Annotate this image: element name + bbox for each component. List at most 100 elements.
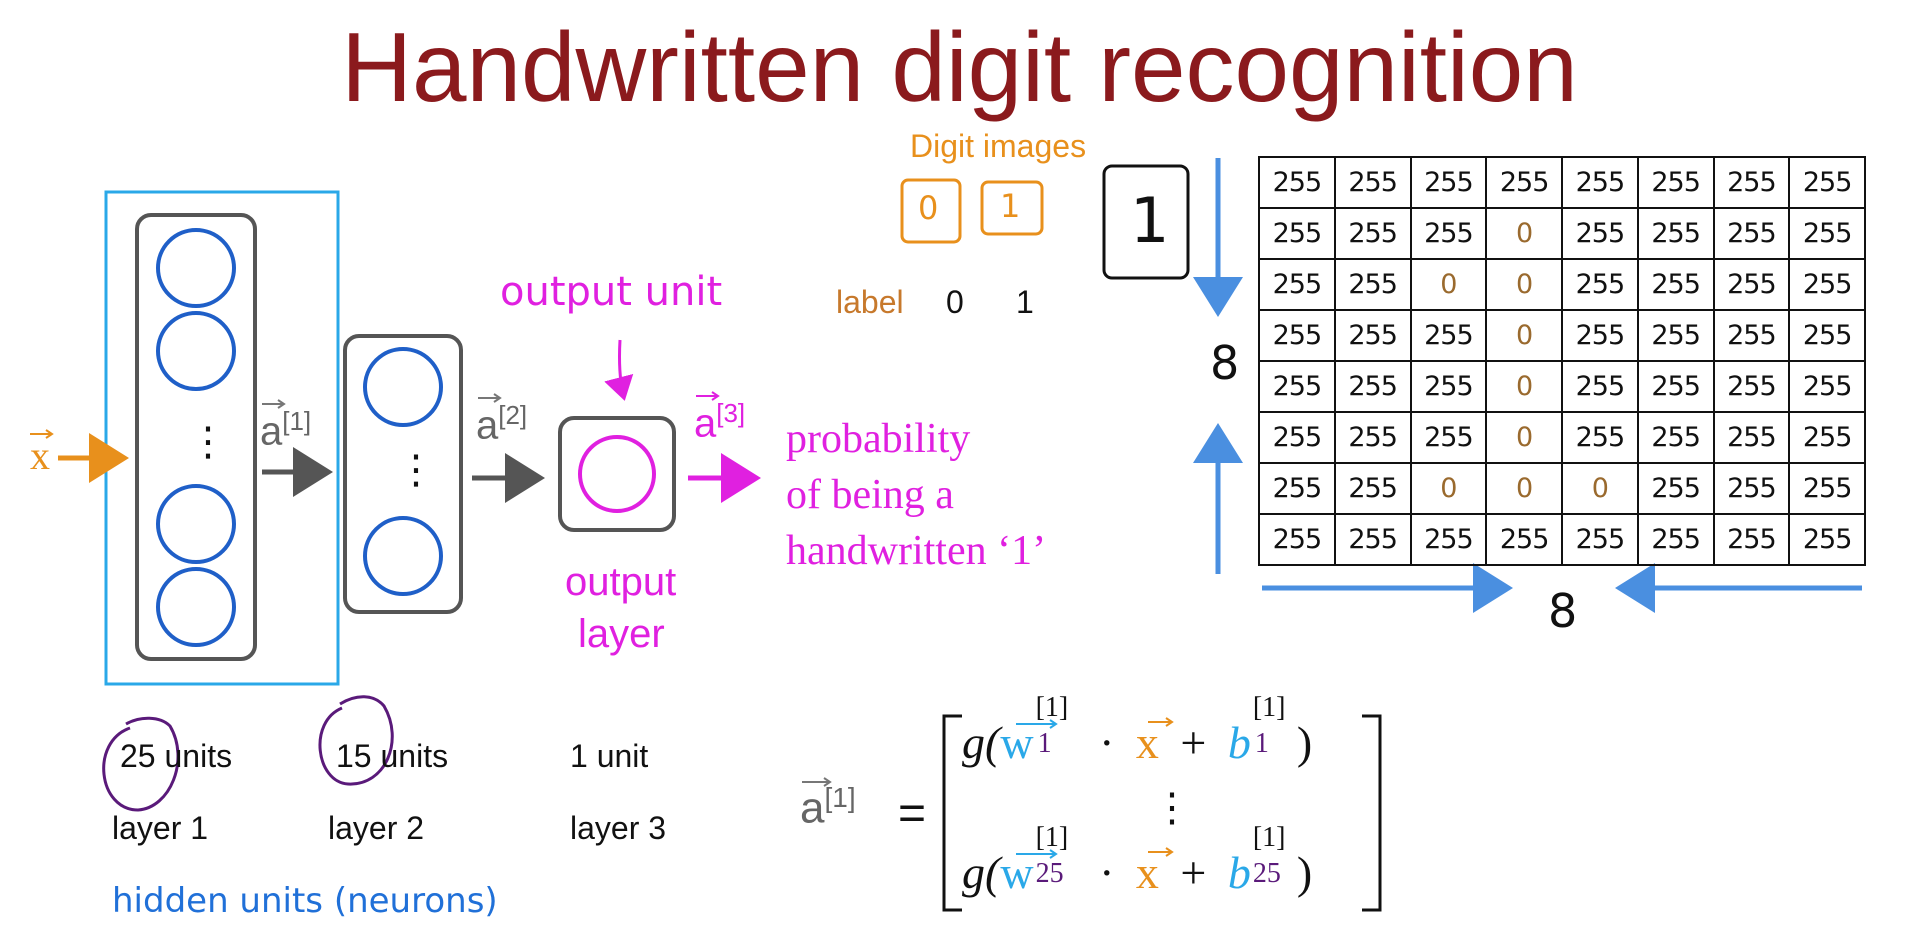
pixel-cell: 255 — [1712, 309, 1791, 362]
pixel-cell: 255 — [1409, 156, 1488, 209]
digit-image-0: 0 — [918, 189, 939, 227]
equation-row-1: g(w[1]1 · x + b[1]1) — [962, 692, 1313, 768]
layer1-neuron-1 — [156, 228, 236, 308]
pixel-cell: 255 — [1636, 513, 1715, 566]
pixel-cell: 255 — [1333, 258, 1412, 311]
pixel-cell: 255 — [1788, 411, 1866, 464]
layer1-name: layer 1 — [112, 810, 209, 846]
activation-a1: a[1] — [260, 406, 312, 454]
sample-digit-box — [1102, 164, 1190, 280]
vec-arrow-a3 — [696, 391, 720, 401]
pixel-cell: 255 — [1788, 513, 1866, 566]
input-x-label: x — [30, 433, 50, 478]
pixel-cell: 255 — [1712, 462, 1791, 515]
pixel-cell: 0 — [1485, 207, 1563, 260]
pixel-cell: 255 — [1258, 411, 1336, 464]
layer2-neuron-2 — [363, 516, 443, 596]
pixel-cell: 255 — [1636, 156, 1715, 209]
pixel-cell: 255 — [1333, 513, 1412, 566]
sample-digit: 1 — [1130, 184, 1170, 257]
pixel-cell: 255 — [1561, 309, 1639, 362]
pixel-cell: 255 — [1712, 207, 1791, 260]
output-neuron — [578, 435, 656, 513]
layer2-box — [343, 334, 463, 614]
layer1-neuron-4 — [156, 567, 236, 647]
pixel-cell: 255 — [1561, 360, 1639, 413]
matrix-right-bracket — [1362, 714, 1382, 912]
pixel-cell: 255 — [1636, 207, 1715, 260]
pixel-cell: 255 — [1333, 309, 1412, 362]
pixel-cell: 255 — [1561, 207, 1639, 260]
pixel-cell: 255 — [1409, 309, 1488, 362]
layer2-dots: ⋮ — [396, 448, 436, 492]
vec-arrow-x — [30, 429, 54, 439]
vec-arrow-x1 — [1148, 717, 1174, 727]
probability-line-3: handwritten ‘1’ — [786, 528, 1047, 574]
pixel-cell: 255 — [1788, 156, 1866, 209]
annotation-circle-25 — [102, 716, 180, 812]
vec-arrow-a2 — [478, 393, 502, 403]
hidden-units-note: hidden units (neurons) — [112, 881, 498, 921]
pixel-cell: 255 — [1561, 156, 1639, 209]
probability-line-1: probability — [786, 416, 971, 462]
pixel-cell: 255 — [1258, 513, 1336, 566]
pixel-cell: 255 — [1333, 156, 1412, 209]
pixel-cell: 255 — [1636, 411, 1715, 464]
pixel-cell: 255 — [1333, 207, 1412, 260]
pixel-cell: 0 — [1485, 258, 1563, 311]
vec-arrow-w1 — [1016, 719, 1058, 729]
label-value-0: 0 — [946, 284, 964, 320]
activation-a2: a[2] — [476, 400, 528, 448]
pixel-cell: 255 — [1788, 360, 1866, 413]
pixel-cell: 255 — [1485, 156, 1563, 209]
pixel-cell: 255 — [1409, 360, 1488, 413]
equation-row-25: g(w[1]25 · x + b[1]25) — [962, 822, 1313, 898]
equation-vdots: ⋮ — [1152, 785, 1192, 830]
pixel-cell: 255 — [1636, 309, 1715, 362]
layer3-units: 1 unit — [570, 738, 649, 774]
pixel-cell: 255 — [1788, 309, 1866, 362]
equation-lhs: a[1] — [800, 782, 856, 833]
output-box — [558, 416, 676, 532]
pixel-cell: 255 — [1258, 207, 1336, 260]
layer1-neuron-3 — [156, 484, 236, 564]
pixel-cell: 255 — [1409, 411, 1488, 464]
digit-image-1-box — [980, 180, 1044, 236]
pixel-cell: 255 — [1258, 360, 1336, 413]
grid-height-label: 8 — [1210, 336, 1240, 390]
activation-a3: a[3] — [694, 398, 746, 446]
pixel-cell: 255 — [1409, 207, 1488, 260]
digit-image-1: 1 — [1000, 187, 1021, 225]
layer2-units: 15 units — [336, 738, 449, 774]
pixel-cell: 255 — [1409, 513, 1488, 566]
equation-equals: = — [898, 787, 927, 840]
digit-image-0-box — [900, 178, 962, 244]
probability-line-2: of being a — [786, 472, 954, 518]
pixel-cell: 255 — [1636, 360, 1715, 413]
vec-arrow-x25 — [1148, 847, 1174, 857]
pixel-cell: 255 — [1788, 462, 1866, 515]
pixel-cell: 0 — [1409, 258, 1488, 311]
annotation-circle-15 — [318, 695, 394, 786]
layer1-box — [135, 213, 257, 661]
pixel-cell: 0 — [1485, 309, 1563, 362]
layer2-neuron-1 — [363, 347, 443, 427]
pixel-cell: 0 — [1409, 462, 1488, 515]
pixel-cell: 255 — [1561, 513, 1639, 566]
pixel-cell: 255 — [1258, 258, 1336, 311]
pixel-cell: 255 — [1636, 462, 1715, 515]
pixel-cell: 255 — [1788, 258, 1866, 311]
pixel-cell: 255 — [1712, 258, 1791, 311]
matrix-left-bracket — [942, 714, 962, 912]
pixel-cell: 255 — [1788, 207, 1866, 260]
vec-arrow-lhs — [802, 777, 832, 787]
pixel-cell: 255 — [1333, 462, 1412, 515]
pixel-cell: 0 — [1485, 462, 1563, 515]
